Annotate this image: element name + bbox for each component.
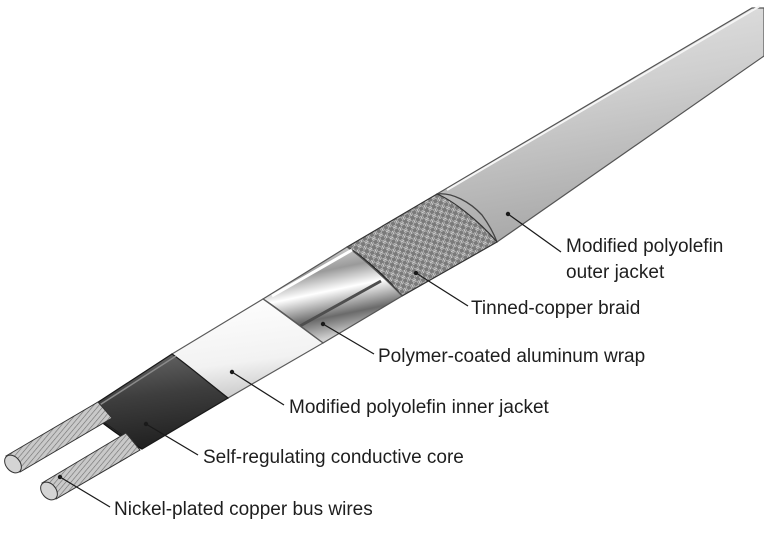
label-inner-jacket: Modified polyolefin inner jacket xyxy=(289,397,550,418)
leader-lines xyxy=(57,211,562,508)
leader-aluminum-wrap xyxy=(320,321,375,355)
label-aluminum-wrap: Polymer-coated aluminum wrap xyxy=(378,346,645,367)
label-braid: Tinned-copper braid xyxy=(471,298,640,319)
leader-braid xyxy=(413,270,469,307)
label-outer-jacket-line-2: outer jacket xyxy=(566,262,665,283)
label-bus-wires: Nickel-plated copper bus wires xyxy=(114,499,373,520)
aluminum-wrap-layer xyxy=(261,246,403,344)
bus-wire-upper xyxy=(4,401,113,474)
leader-bus-wires xyxy=(57,474,111,508)
label-outer-jacket-line-1: Modified polyolefin xyxy=(566,236,723,257)
bus-wire-lower xyxy=(40,432,141,501)
leader-core xyxy=(143,421,199,456)
label-core: Self-regulating conductive core xyxy=(203,447,464,468)
outer-jacket-layer xyxy=(435,5,764,243)
callout-labels: Modified polyolefin outer jacket Tinned-… xyxy=(114,236,723,520)
leader-inner-jacket xyxy=(229,369,285,406)
cable-illustration xyxy=(4,5,764,501)
bus-wires xyxy=(4,401,141,501)
leader-outer-jacket xyxy=(505,211,562,253)
